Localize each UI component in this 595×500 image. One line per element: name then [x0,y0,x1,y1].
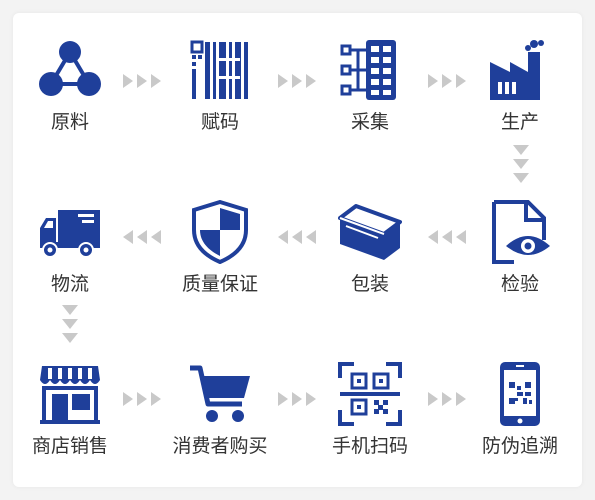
step-label: 原料 [50,111,89,133]
arrow-down [62,305,78,345]
step-label: 手机扫码 [331,435,408,457]
data-collection-icon [338,38,402,102]
shopping-cart-icon [188,362,252,426]
step-label: 防伪追溯 [481,435,558,457]
barcode-icon [188,38,252,102]
arrow-right [123,392,163,406]
step-store-sales: 商店销售 [5,362,135,474]
step-label: 商店销售 [31,435,108,457]
storefront-icon [38,362,102,426]
arrow-right [278,74,318,88]
package-box-icon [338,200,402,264]
flow-panel [13,13,582,487]
molecule-icon [38,38,102,102]
step-label: 赋码 [200,111,239,133]
step-anti-counterfeit-trace: 防伪追溯 [455,362,585,474]
arrow-right [278,392,318,406]
delivery-truck-icon [38,200,102,264]
arrow-right [428,392,468,406]
arrow-down [513,145,529,185]
arrow-right [428,74,468,88]
inspection-document-icon [488,200,552,264]
arrow-left [123,230,163,244]
step-collection: 采集 [305,38,435,150]
arrow-right [123,74,163,88]
step-packaging: 包装 [305,200,435,312]
step-label: 消费者购买 [172,435,268,457]
step-label: 包装 [350,273,389,295]
step-label: 检验 [500,273,539,295]
step-coding: 赋码 [155,38,285,150]
step-logistics: 物流 [5,200,135,312]
step-raw-material: 原料 [5,38,135,150]
arrow-left [278,230,318,244]
step-consumer-purchase: 消费者购买 [155,362,285,474]
shield-icon [188,200,252,264]
factory-icon [488,38,552,102]
step-quality-assurance: 质量保证 [155,200,285,312]
qr-scan-icon [338,362,402,426]
phone-qr-icon [488,362,552,426]
step-label: 质量保证 [181,273,258,295]
step-label: 物流 [50,273,89,295]
arrow-left [428,230,468,244]
step-label: 生产 [500,111,539,133]
step-label: 采集 [350,111,389,133]
step-inspection: 检验 [455,200,585,312]
step-phone-scan: 手机扫码 [305,362,435,474]
step-production: 生产 [455,38,585,150]
